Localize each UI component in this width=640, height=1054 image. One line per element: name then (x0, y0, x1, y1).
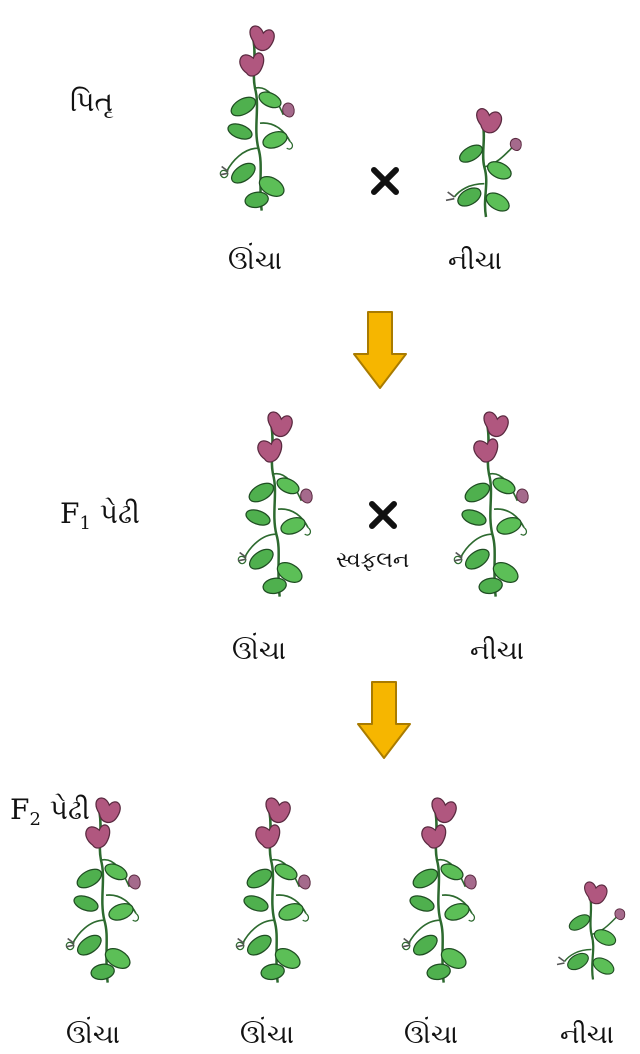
parent-tall-label: ઊંચા (228, 246, 283, 276)
tall-plant-icon (392, 776, 492, 1006)
f1-generation-label: F1 પેઢી (60, 500, 140, 533)
short-plant-icon (548, 860, 638, 1000)
f2-gen-subscript: 2 (29, 809, 41, 830)
cross-icon (370, 166, 400, 196)
tall-plant-icon (210, 4, 310, 234)
parent-short-label: નીચા (448, 246, 502, 276)
f1-gen-prefix: F (60, 497, 80, 530)
f2-label-3: ઊંચા (404, 1020, 459, 1050)
f2-gen-prefix: F (10, 793, 30, 826)
f2-label-1: ઊંચા (66, 1020, 121, 1050)
tall-plant-icon (56, 776, 156, 1006)
f1-gen-subscript: 1 (79, 513, 91, 534)
f1-left-label: ઊંચા (232, 636, 287, 666)
down-arrow-icon (356, 680, 412, 760)
f2-gen-word: પેઢી (49, 793, 90, 826)
short-plant-icon (436, 92, 536, 232)
f2-label-4: નીચા (560, 1020, 614, 1050)
tall-plant-icon (228, 390, 328, 620)
cross-icon (368, 500, 398, 530)
tall-plant-icon (226, 776, 326, 1006)
f2-generation-label: F2 પેઢી (10, 796, 90, 829)
f2-label-2: ઊંચા (240, 1020, 295, 1050)
down-arrow-icon (352, 310, 408, 390)
f1-right-label: નીચા (470, 636, 524, 666)
parent-generation-label: પિતૃ (70, 85, 114, 118)
f1-gen-word: પેઢી (99, 497, 140, 530)
self-pollination-label: સ્વફલન (336, 548, 410, 573)
tall-plant-icon (444, 390, 544, 620)
